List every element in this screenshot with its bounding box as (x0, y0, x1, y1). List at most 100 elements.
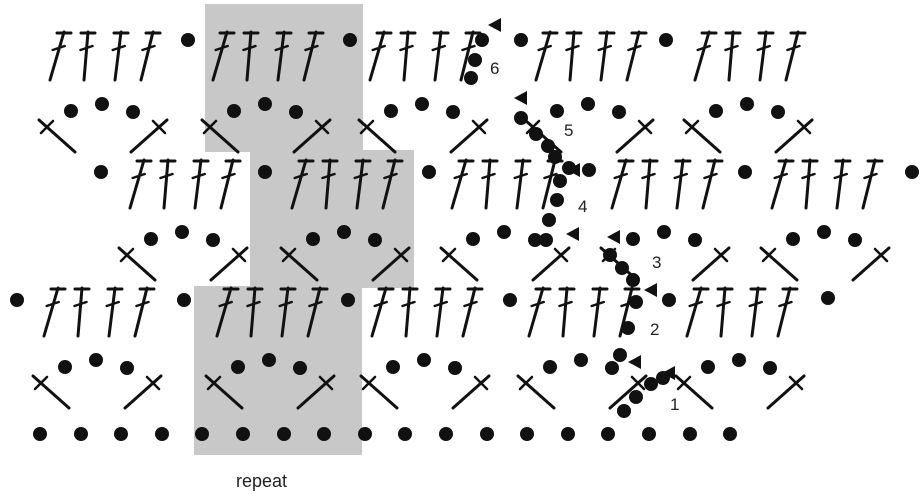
chain-stitch (289, 105, 303, 119)
chain-stitch (175, 225, 189, 239)
single-crochet-stitch (674, 374, 714, 410)
single-crochet-tick (281, 247, 297, 263)
chain-stitch (177, 293, 191, 307)
double-crochet-bar (801, 172, 816, 180)
double-crochet-stitch (450, 158, 475, 210)
chain-stitch (195, 427, 209, 441)
single-crochet-bar (37, 118, 77, 154)
single-crochet-bar (200, 118, 240, 154)
chain-stitch (343, 33, 357, 47)
double-crochet-post (107, 286, 117, 338)
double-crochet-stitch (685, 286, 710, 338)
single-crochet-stitch (851, 246, 891, 282)
single-crochet-stitch (371, 246, 411, 282)
single-crochet-bar (123, 374, 163, 410)
double-crochet-bar (513, 172, 528, 180)
double-crochet-bar (135, 300, 150, 308)
double-crochet-bar (242, 44, 257, 52)
double-crochet-bar (748, 300, 763, 308)
double-crochet-bar (304, 44, 319, 52)
chain-stitch (317, 427, 331, 441)
single-crochet-bar (615, 118, 655, 154)
double-crochet-stitch (42, 286, 67, 338)
row-start-arrow (567, 163, 580, 177)
row-number-3: 3 (652, 253, 661, 272)
double-crochet-post (719, 286, 727, 338)
double-crochet-stitch (716, 286, 734, 338)
double-crochet-stitch (534, 30, 559, 82)
single-crochet-bar (451, 374, 491, 410)
chain-stitch (341, 293, 355, 307)
single-crochet-tick (788, 375, 804, 391)
single-crochet-stitch (123, 374, 163, 410)
chain-stitch (688, 233, 702, 247)
double-crochet-stitch (625, 30, 648, 82)
single-crochet-bar (774, 118, 814, 154)
double-crochet-bar (453, 172, 468, 180)
double-crochet-bar (214, 44, 229, 52)
repeat-label: repeat (236, 471, 287, 491)
single-crochet-stitch (523, 118, 563, 154)
double-crochet-bar (191, 172, 206, 180)
chain-stitch (709, 104, 723, 118)
chain-stitch (144, 232, 158, 246)
double-crochet-stitch (610, 158, 635, 210)
single-crochet-stitch (439, 246, 479, 282)
chain-stitch (277, 427, 291, 441)
chain-stitch (541, 139, 555, 153)
single-crochet-tick (206, 375, 222, 391)
double-crochet-post (433, 30, 443, 82)
double-crochet-stitch (278, 286, 297, 338)
single-crochet-bar (359, 374, 399, 410)
chain-stitch (114, 427, 128, 441)
double-crochet-post (534, 30, 552, 82)
double-crochet-stitch (246, 286, 264, 338)
row-number-5: 5 (564, 121, 573, 140)
double-crochet-bar (51, 44, 66, 52)
double-crochet-stitch (48, 30, 73, 82)
single-crochet-tick (684, 119, 700, 135)
double-crochet-bar (131, 172, 146, 180)
double-crochet-post (302, 30, 318, 82)
double-crochet-stitch (111, 30, 130, 82)
double-crochet-bar (641, 172, 656, 180)
repeat-highlight (194, 4, 414, 455)
double-crochet-bar (105, 300, 120, 308)
single-crochet-bar (129, 118, 169, 154)
single-crochet-bar (523, 118, 563, 154)
double-crochet-post (435, 286, 445, 338)
double-crochet-stitch (558, 286, 576, 338)
chart-labels: 1 2 3 4 5 6 repeat (236, 59, 679, 491)
double-crochet-bar (399, 44, 414, 52)
chain-stitch (439, 427, 453, 441)
double-crochet-post (42, 286, 60, 338)
double-crochet-stitch (724, 30, 742, 82)
double-crochet-post (592, 286, 602, 338)
double-crochet-bar (461, 44, 476, 52)
single-crochet-tick (637, 119, 653, 135)
single-crochet-tick (676, 375, 692, 391)
double-crochet-stitch (693, 30, 718, 82)
chain-stitch (615, 261, 629, 275)
single-crochet-tick (630, 375, 646, 391)
double-crochet-post (290, 158, 308, 210)
double-crochet-bar (565, 44, 580, 52)
single-crochet-stitch (449, 118, 489, 154)
chain-stitch (514, 111, 528, 125)
stitch-symbols (10, 18, 919, 441)
double-crochet-stitch (368, 30, 393, 82)
chain-stitch (89, 353, 103, 367)
double-crochet-stitch (756, 30, 775, 82)
double-crochet-stitch (215, 286, 240, 338)
double-crochet-bar (724, 44, 739, 52)
double-crochet-bar (481, 172, 496, 180)
double-crochet-bar (79, 44, 94, 52)
chain-stitch (683, 427, 697, 441)
chain-stitch (581, 97, 595, 111)
single-crochet-tick (314, 119, 330, 135)
chain-stitch (415, 97, 429, 111)
single-crochet-bar (674, 374, 714, 410)
double-crochet-stitch (381, 158, 404, 210)
chain-stitch (601, 427, 615, 441)
chain-stitch (258, 97, 272, 111)
